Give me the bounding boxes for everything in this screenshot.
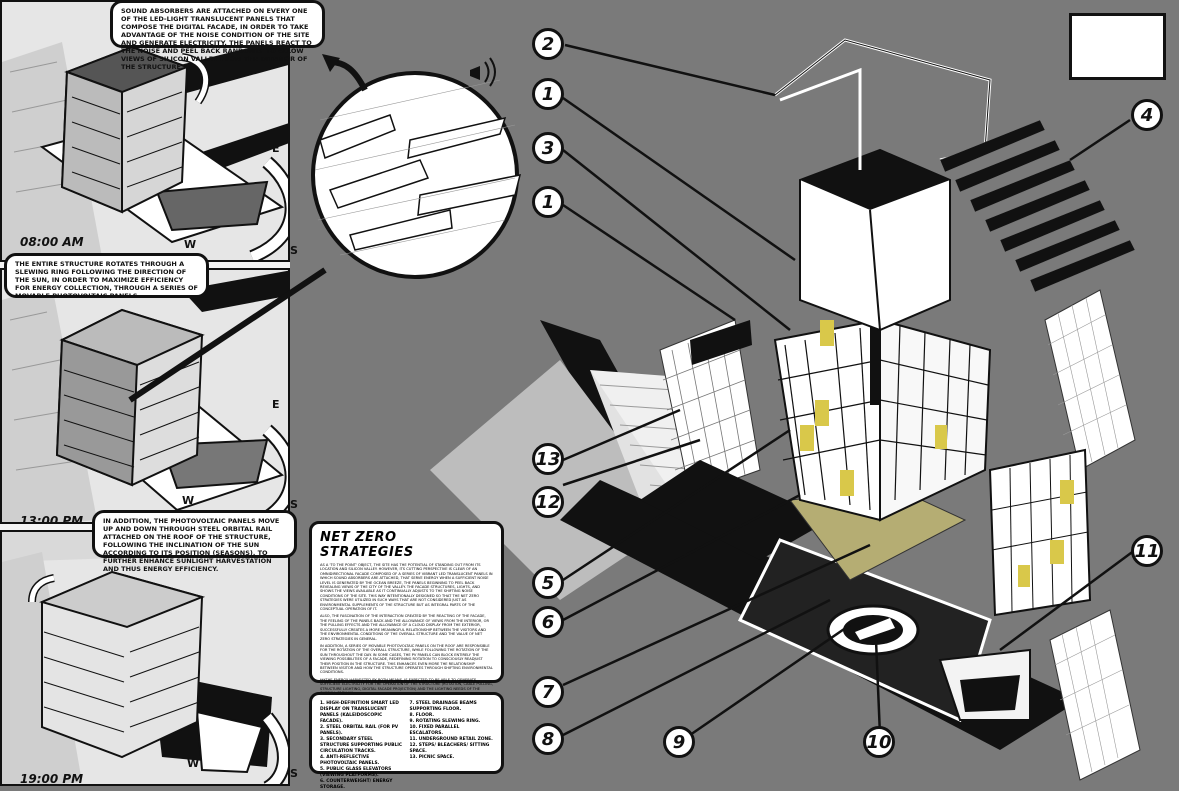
label-5: 5	[532, 567, 564, 599]
compass-east-1: E	[272, 142, 280, 155]
label-4: 4	[1131, 99, 1163, 131]
compass-west-3: W	[187, 757, 200, 770]
label-10: 10	[863, 726, 895, 758]
compass-west-1: W	[184, 238, 197, 251]
callout-rotation: The entire structure rotates through a s…	[4, 253, 209, 300]
label-8: 8	[532, 723, 564, 755]
legend-item: 1. High-definition smart LED display on …	[320, 701, 399, 724]
legend-column-right: 7. Steel drainage beams supporting floor…	[410, 701, 494, 765]
label-1-second: 1	[532, 186, 564, 218]
legend-item: 12. Steps/ bleachers/ sitting space.	[409, 743, 490, 754]
legend-item: 8. Floor.	[409, 713, 435, 718]
legend-item: 7. Steel drainage beams supporting floor…	[409, 701, 477, 712]
label-12: 12	[532, 486, 564, 518]
net-zero-paragraph: In addition, a series of movable photovo…	[320, 643, 493, 675]
label-2: 2	[532, 28, 564, 60]
compass-south-1: S	[290, 244, 298, 257]
legend-item: 4. Anti-reflective photovoltaic panels.	[320, 755, 380, 766]
compass-west-2: W	[182, 494, 195, 507]
frame-evening: 19:00 PM W	[0, 530, 290, 786]
components-legend: 1. High-definition smart LED display on …	[309, 692, 504, 790]
compass-south-2: S	[290, 498, 298, 511]
callout-pv-rail: In addition, the photovoltaic panels mov…	[92, 510, 297, 573]
label-1-top: 1	[532, 78, 564, 110]
compass-south-3: S	[290, 767, 298, 780]
time-label-noon: 13:00 PM	[20, 514, 84, 524]
frame-morning-drawing	[2, 38, 288, 260]
label-7: 7	[532, 676, 564, 708]
legend-item: 6. Counterweight/ energy storage.	[320, 779, 393, 790]
label-11: 11	[1131, 535, 1163, 567]
legend-item: 10. Fixed parallel escalators.	[409, 725, 460, 736]
compass-east-2: E	[272, 398, 280, 411]
legend-item: 2. Steel orbital rail (for PV panels).	[320, 725, 399, 736]
label-9: 9	[663, 726, 695, 758]
label-3: 3	[532, 132, 564, 164]
net-zero-paragraph: Also, the fascination of the interaction…	[320, 614, 490, 641]
legend-item: 11. Underground retail zone.	[409, 737, 493, 742]
time-label-evening: 19:00 PM	[20, 772, 84, 786]
legend-item: 3. Secondary steel structure supporting …	[320, 737, 403, 754]
legend-column-left: 1. High-definition smart LED display on …	[320, 701, 404, 790]
time-label-morning: 08:00 AM	[20, 235, 84, 249]
net-zero-title: NET ZERO STRATEGIES	[320, 530, 414, 560]
label-13: 13	[532, 443, 564, 475]
legend-item: 5. Public glass elevators (viewing platf…	[320, 767, 392, 778]
net-zero-paragraph: As a 'to the point' object, the site has…	[320, 563, 493, 612]
blank-frame	[1069, 13, 1166, 80]
net-zero-panel: NET ZERO STRATEGIES As a 'to the point' …	[309, 521, 504, 695]
frame-evening-drawing	[2, 532, 288, 784]
legend-item: 9. Rotating slewing ring.	[409, 719, 481, 724]
legend-item: 13. Picnic space.	[409, 755, 455, 760]
label-6: 6	[532, 606, 564, 638]
callout-sound-absorbers: Sound absorbers are attached on every on…	[110, 0, 325, 71]
